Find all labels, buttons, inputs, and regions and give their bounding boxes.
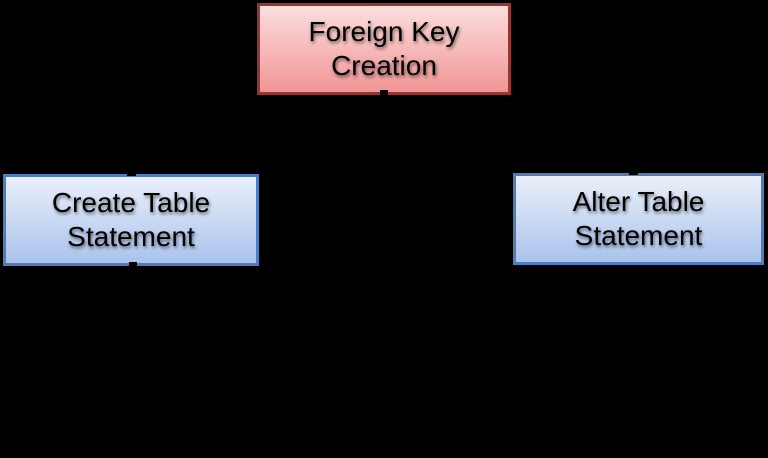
connector-stub-icon — [127, 171, 136, 176]
node-alter-table-statement-label: Alter Table Statement — [572, 186, 705, 251]
node-create-table-statement: Create Table Statement — [3, 174, 259, 266]
node-create-table-statement-label: Create Table Statement — [51, 187, 211, 252]
node-foreign-key-creation: Foreign Key Creation — [257, 3, 511, 95]
connector-stub-icon — [380, 90, 388, 96]
node-alter-table-statement: Alter Table Statement — [513, 173, 764, 265]
connector-stub-icon — [129, 262, 137, 267]
connector-stub-icon — [629, 170, 638, 175]
node-foreign-key-creation-label: Foreign Key Creation — [308, 16, 460, 81]
